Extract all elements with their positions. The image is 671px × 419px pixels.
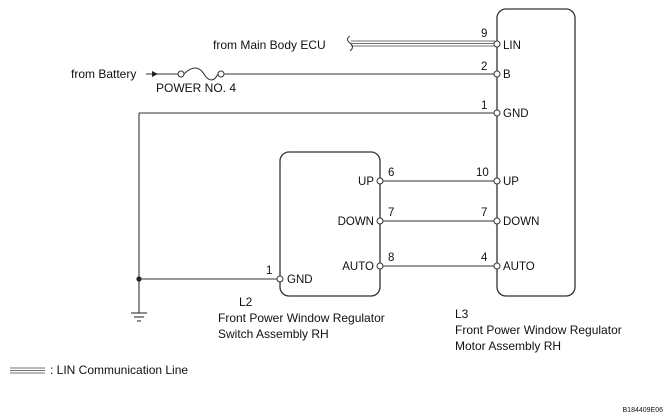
motor-pin-number-up: 10 (476, 167, 489, 179)
switch-name-line1: Front Power Window Regulator (218, 311, 385, 325)
switch-pin-label-auto: AUTO (342, 261, 374, 273)
switch-pin-number-auto: 8 (388, 252, 394, 264)
motor-terminal-b (493, 70, 501, 78)
switch-terminal-up (376, 177, 384, 185)
motor-code-label: L3 (455, 307, 469, 321)
motor-pin-number-auto: 4 (481, 252, 488, 264)
fuse-icon (183, 67, 219, 81)
switch-pin-label-up: UP (358, 176, 374, 188)
fuse-terminal-left (177, 70, 185, 78)
lin-line-legend-icon (10, 367, 45, 374)
motor-terminal-up (493, 177, 501, 185)
motor-pin-number-down: 7 (481, 207, 487, 219)
switch-pin-number-down: 7 (388, 207, 394, 219)
switch-terminal-gnd (276, 275, 284, 283)
battery-label: from Battery (71, 67, 136, 81)
lin-communication-line (347, 35, 495, 52)
motor-assembly-box (496, 8, 576, 297)
switch-pin-number-up: 6 (388, 167, 394, 179)
ground-wire (136, 112, 495, 313)
switch-terminal-down (376, 217, 384, 225)
figure-code: B184409E06 (623, 407, 664, 414)
ground-icon (131, 312, 147, 322)
switch-pin-label-down: DOWN (338, 216, 374, 228)
fuse-label: POWER NO. 4 (156, 81, 236, 95)
switch-name-line2: Switch Assembly RH (218, 327, 329, 341)
motor-pin-label-lin: LIN (503, 40, 521, 52)
motor-pin-number-b: 2 (481, 61, 487, 73)
motor-pin-label-up: UP (503, 176, 519, 188)
motor-pin-label-gnd: GND (503, 108, 529, 120)
legend-label: : LIN Communication Line (50, 363, 188, 377)
battery-power-line (146, 67, 495, 81)
fuse-terminal-right (217, 70, 225, 78)
switch-pin-label-gnd: GND (287, 274, 313, 286)
switch-terminal-auto (376, 262, 384, 270)
switch-code-label: L2 (239, 295, 253, 309)
motor-terminal-auto (493, 262, 501, 270)
motor-terminal-lin (493, 40, 501, 48)
motor-name-line2: Motor Assembly RH (455, 339, 561, 353)
motor-name-line1: Front Power Window Regulator (455, 323, 622, 337)
motor-terminal-gnd (493, 109, 501, 117)
motor-pin-number-lin: 9 (481, 28, 487, 40)
main-body-ecu-label: from Main Body ECU (213, 38, 326, 52)
motor-terminal-down (493, 217, 501, 225)
motor-pin-label-down: DOWN (503, 216, 539, 228)
switch-pin-number-gnd: 1 (266, 265, 272, 277)
motor-pin-number-gnd: 1 (481, 100, 487, 112)
motor-pin-label-b: B (503, 69, 511, 81)
motor-pin-label-auto: AUTO (503, 261, 535, 273)
